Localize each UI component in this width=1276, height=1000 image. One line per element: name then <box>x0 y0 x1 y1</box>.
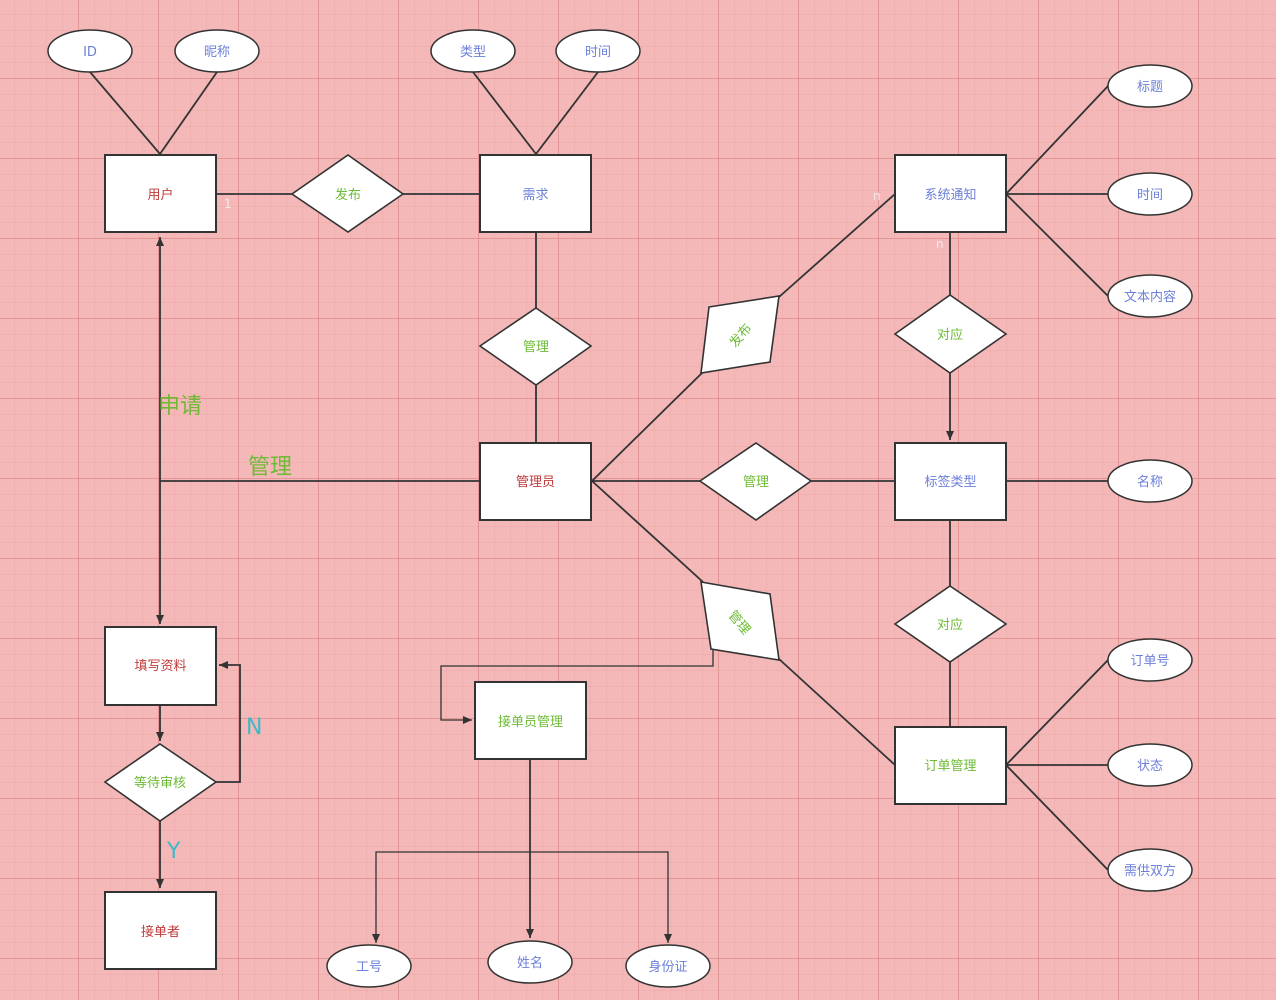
relation-wait-label: 等待审核 <box>134 775 186 791</box>
edge-order-no <box>1005 659 1109 766</box>
edge-demand-time <box>535 71 599 155</box>
attr-order-status-label: 状态 <box>1137 759 1163 774</box>
attr-notice-title[interactable]: 标题 <box>1107 64 1193 108</box>
edge-publish2-notice <box>778 193 896 298</box>
attr-notice-text-label: 文本内容 <box>1124 289 1176 305</box>
edge-notice-title <box>1005 85 1109 195</box>
attr-order-parties-label: 需供双方 <box>1124 863 1176 879</box>
attr-order-status[interactable]: 状态 <box>1107 743 1193 787</box>
entity-notice[interactable]: 系统通知 <box>894 154 1007 233</box>
entity-takermgr-label: 接单员管理 <box>498 714 563 730</box>
edge-admin-publish2 <box>591 372 703 482</box>
attr-order-parties[interactable]: 需供双方 <box>1107 848 1193 892</box>
label-yes: Y <box>166 839 181 864</box>
entity-order[interactable]: 订单管理 <box>894 726 1007 805</box>
attr-tag-name-label: 名称 <box>1137 474 1163 490</box>
attr-taker-no-label: 工号 <box>356 960 382 975</box>
entity-demand-label: 需求 <box>522 188 548 203</box>
entity-taker[interactable]: 接单者 <box>104 891 217 970</box>
relation-manage-demand-label: 管理 <box>523 340 549 355</box>
attr-taker-no[interactable]: 工号 <box>326 944 412 988</box>
label-no: N <box>246 715 262 740</box>
attr-notice-text[interactable]: 文本内容 <box>1107 274 1193 318</box>
relation-manage-tag-label: 管理 <box>743 475 769 490</box>
label-apply: 申请 <box>158 394 202 419</box>
relation-publish2[interactable]: 发布 <box>700 295 780 374</box>
relation-corr2-label: 对应 <box>937 617 963 633</box>
attr-user-id[interactable]: ID <box>47 29 133 73</box>
edge-takermgr-idcard <box>530 851 672 943</box>
entity-user-label: 用户 <box>147 187 173 203</box>
attr-taker-idcard-label: 身份证 <box>648 959 687 975</box>
card-user-publish: 1 <box>224 197 232 211</box>
attr-notice-time[interactable]: 时间 <box>1107 172 1193 216</box>
relation-corr1[interactable]: 对应 <box>893 294 1008 374</box>
relation-corr1-label: 对应 <box>937 327 963 343</box>
edge-admin-manage3 <box>591 480 704 583</box>
entity-takermgr[interactable]: 接单员管理 <box>474 681 587 760</box>
card-notice-publish: n <box>873 189 881 203</box>
entity-demand[interactable]: 需求 <box>479 154 592 233</box>
entity-user[interactable]: 用户 <box>104 154 217 233</box>
card-notice-corr: n <box>936 237 944 251</box>
edge-user-id <box>89 71 161 155</box>
attr-user-nick[interactable]: 昵称 <box>174 29 260 73</box>
entity-taker-label: 接单者 <box>141 924 180 940</box>
attr-order-no[interactable]: 订单号 <box>1107 638 1193 682</box>
edge-manage3-takermgr <box>440 650 714 724</box>
attr-notice-time-label: 时间 <box>1137 188 1163 203</box>
attr-taker-name[interactable]: 姓名 <box>487 940 573 984</box>
relation-manage-demand[interactable]: 管理 <box>478 307 593 386</box>
edge-manage3-order <box>778 658 896 766</box>
edge-notice-text <box>1005 193 1109 297</box>
entity-fill-label: 填写资料 <box>134 659 186 674</box>
edge-order-parties <box>1005 764 1109 871</box>
attr-taker-idcard[interactable]: 身份证 <box>625 944 711 988</box>
label-manage: 管理 <box>248 455 292 480</box>
attr-demand-time-label: 时间 <box>585 45 611 60</box>
entity-notice-label: 系统通知 <box>924 187 976 203</box>
entity-tagtype-label: 标签类型 <box>924 474 976 490</box>
relation-manage-taker[interactable]: 管理 <box>700 581 780 661</box>
relation-wait[interactable]: 等待审核 <box>103 743 218 822</box>
entity-tagtype[interactable]: 标签类型 <box>894 442 1007 521</box>
attr-demand-type[interactable]: 类型 <box>430 29 516 73</box>
edge-demand-type <box>472 71 537 155</box>
relation-publish1-label: 发布 <box>335 187 361 203</box>
edge-user-nick <box>159 71 218 155</box>
entity-order-label: 订单管理 <box>924 759 976 774</box>
attr-order-no-label: 订单号 <box>1130 654 1169 669</box>
relation-manage-tag[interactable]: 管理 <box>698 442 813 521</box>
edge-takermgr-no <box>372 851 530 943</box>
edge-wait-back-fill <box>216 661 241 783</box>
entity-admin-label: 管理员 <box>516 475 555 490</box>
attr-user-nick-label: 昵称 <box>204 45 230 60</box>
relation-corr2[interactable]: 对应 <box>893 585 1008 663</box>
relation-publish1[interactable]: 发布 <box>290 154 405 233</box>
entity-admin[interactable]: 管理员 <box>479 442 592 521</box>
attr-demand-type-label: 类型 <box>460 45 486 60</box>
attr-notice-title-label: 标题 <box>1137 80 1163 95</box>
connectors <box>89 71 1109 943</box>
attr-user-id-label: ID <box>83 45 97 60</box>
entity-fill[interactable]: 填写资料 <box>104 626 217 706</box>
attr-demand-time[interactable]: 时间 <box>555 29 641 73</box>
attr-taker-name-label: 姓名 <box>517 955 543 971</box>
attr-tag-name[interactable]: 名称 <box>1107 459 1193 503</box>
